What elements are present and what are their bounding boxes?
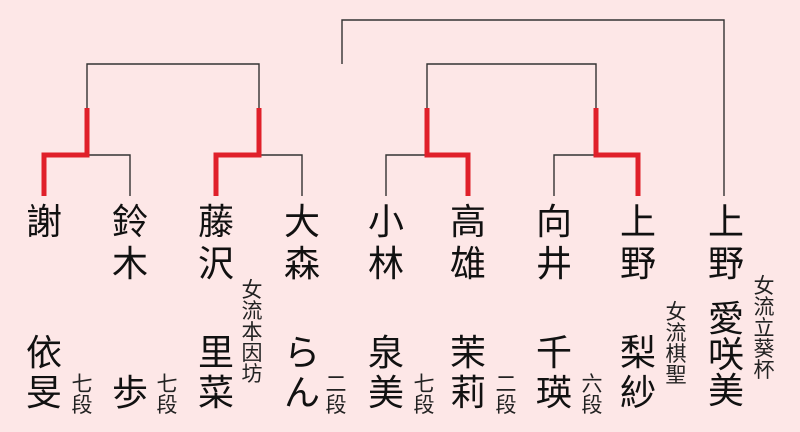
player-5-surname: 小林 (367, 202, 404, 285)
match-4-winner-line (593, 108, 641, 196)
player-7-given-name: 千瑛 (535, 333, 572, 414)
player-6-rank: 二段 (495, 372, 517, 417)
challenger-final-line (341, 19, 725, 196)
player-9-surname: 上野 (707, 202, 744, 285)
semifinal-2-line (426, 63, 597, 108)
player-7-rank: 六段 (581, 372, 603, 417)
player-8-rank: 女流棋聖 (665, 300, 687, 387)
player-1-rank: 七段 (71, 372, 93, 417)
player-3-rank: 女流本因坊 (241, 278, 263, 386)
player-2-surname: 鈴木 (111, 202, 148, 285)
player-1-surname: 謝 (25, 202, 62, 243)
player-9-rank: 女流立葵杯 (753, 274, 775, 382)
player-4-surname: 大森 (283, 202, 320, 285)
player-1-given-name: 依旻 (25, 333, 62, 414)
player-2-rank: 七段 (156, 372, 178, 417)
match-2-winner-line (213, 108, 262, 196)
player-5-rank: 七段 (413, 372, 435, 417)
match-4-loser-line (553, 154, 596, 196)
player-8-surname: 上野 (619, 202, 656, 285)
player-4-given-name: らん (283, 333, 320, 414)
semifinal-1-line (86, 63, 260, 108)
match-1-loser-line (87, 154, 131, 196)
player-6-given-name: 茉莉 (449, 333, 486, 414)
player-8-given-name: 梨紗 (619, 333, 656, 414)
player-3-surname: 藤沢 (197, 202, 234, 285)
player-2-given-name: 歩 (111, 373, 148, 414)
player-7-surname: 向井 (535, 202, 572, 285)
match-3-winner-line (424, 108, 471, 196)
player-6-surname: 高雄 (449, 202, 486, 285)
match-3-loser-line (385, 154, 427, 196)
match-1-winner-line (41, 108, 90, 196)
match-2-loser-line (259, 154, 303, 196)
player-9-given-name: 愛咲美 (707, 299, 744, 412)
player-3-given-name: 里菜 (197, 333, 234, 414)
player-5-given-name: 泉美 (367, 333, 404, 414)
player-4-rank: 二段 (325, 372, 347, 417)
